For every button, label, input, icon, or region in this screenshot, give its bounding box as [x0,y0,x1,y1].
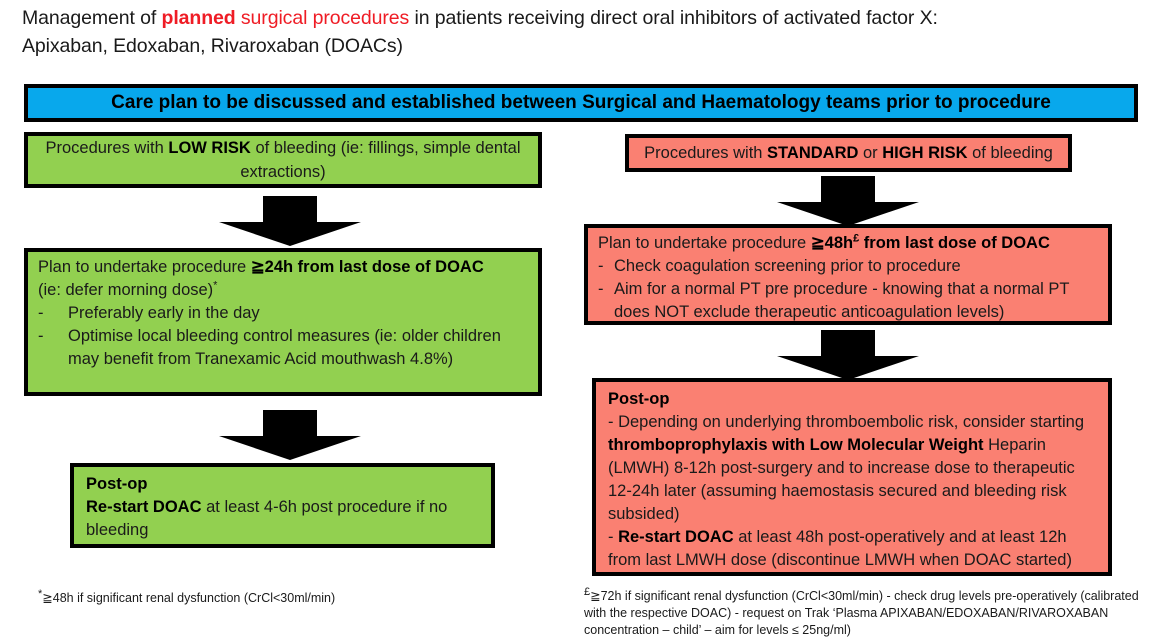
title-highlight-planned: planned [161,7,236,29]
care-plan-banner-text: Care plan to be discussed and establishe… [111,92,1051,113]
left-postop-box: Post-op Re-start DOAC at least 4-6h post… [70,463,495,548]
left-plan-bullet-1: - Preferably early in the day [38,302,528,325]
left-plan-bullet-2: - Optimise local bleeding control measur… [38,325,528,371]
std-risk-text-e: of bleeding [967,143,1053,162]
right-postop-heading: Post-op [608,390,670,408]
bullet-dash-icon: - [38,327,44,345]
care-plan-banner: Care plan to be discussed and establishe… [24,84,1138,122]
right-postop-p1-a: - Depending on underlying thromboembolic… [608,413,1084,431]
down-arrow-icon [219,410,361,460]
low-risk-text-c: of bleeding (ie: fillings, simple dental… [240,139,521,181]
right-postop-p1-c: Heparin (LMWH) 8-12h post-surgery and to… [608,436,1075,523]
left-plan-line-1: Plan to undertake procedure ≧24h from la… [38,256,528,279]
left-plan-24h-box: Plan to undertake procedure ≧24h from la… [24,248,542,396]
right-postop-p2-a: - [608,528,619,546]
right-postop-paragraph-2: - Re-start DOAC at least 48h post-operat… [608,526,1096,572]
right-plan-line-1: Plan to undertake procedure ≧48h£ from l… [598,232,1098,255]
right-postop-p2-c: at least 48h post-operatively and at lea… [608,528,1072,569]
bullet-dash-icon: - [38,304,44,322]
left-plan-line-2: (ie: defer morning dose)* [38,279,528,302]
right-plan-bullet-1-text: Check coagulation screening prior to pro… [614,257,961,275]
right-plan-footnote-marker: £ [853,232,860,245]
bullet-dash-icon: - [598,280,604,298]
standard-high-risk-procedures-box: Procedures with STANDARD or HIGH RISK of… [625,134,1072,172]
down-arrow-icon [777,330,919,380]
left-postop-restart-text: at least 4-6h post procedure if no bleed… [86,498,448,539]
right-plan-48h-box: Plan to undertake procedure ≧48h£ from l… [584,224,1112,325]
title-highlight-procedures: surgical procedures [235,7,410,29]
left-plan-footnote-marker: * [213,279,218,292]
title-part-2: in patients receiving direct oral inhibi… [409,7,938,29]
std-risk-emphasis-high: HIGH RISK [882,143,968,162]
left-plan-line-1-b: ≧24h from last dose of DOAC [250,258,484,276]
right-postop-box: Post-op - Depending on underlying thromb… [592,378,1112,576]
footnote-left: *≧48h if significant renal dysfunction (… [38,587,458,607]
bullet-dash-icon: - [598,257,604,275]
left-plan-bullet-2-text: Optimise local bleeding control measures… [68,327,501,368]
footnote-left-marker: * [38,587,43,600]
right-plan-line-1-b: ≧48h [810,234,854,252]
right-plan-bullet-2: - Aim for a normal PT pre procedure - kn… [598,278,1098,324]
left-plan-line-2-text: (ie: defer morning dose) [38,281,214,299]
down-arrow-icon [777,176,919,226]
right-plan-bullet-2-text: Aim for a normal PT pre procedure - know… [614,280,1070,321]
left-plan-bullet-1-text: Preferably early in the day [68,304,260,322]
footnote-right-text: ≧72h if significant renal dysfunction (C… [584,589,1139,637]
low-risk-procedures-box: Procedures with LOW RISK of bleeding (ie… [24,132,542,188]
right-postop-p1-emphasis: thromboprophylaxis with Low Molecular We… [608,436,984,454]
page-title: Management of planned surgical procedure… [22,4,1142,60]
title-part-1: Management of [22,7,162,29]
right-plan-bullet-1: - Check coagulation screening prior to p… [598,255,1098,278]
right-plan-line-1-a: Plan to undertake procedure [598,234,811,252]
title-line-2: Apixaban, Edoxaban, Rivaroxaban (DOACs) [22,35,403,57]
std-risk-text-c: or [858,143,883,162]
low-risk-text-a: Procedures with [45,139,169,157]
left-plan-line-1-a: Plan to undertake procedure [38,258,251,276]
std-risk-text-a: Procedures with [644,143,768,162]
footnote-right: £≧72h if significant renal dysfunction (… [584,585,1159,639]
right-postop-p2-emphasis: Re-start DOAC [618,528,734,546]
footnote-right-marker: £ [584,585,591,598]
right-postop-paragraph-1: - Depending on underlying thromboembolic… [608,411,1096,526]
left-postop-restart-emphasis: Re-start DOAC [86,498,202,516]
footnote-left-text: ≧48h if significant renal dysfunction (C… [42,591,336,605]
low-risk-emphasis: LOW RISK [168,139,251,157]
left-postop-heading: Post-op [86,475,148,493]
down-arrow-icon [219,196,361,246]
right-plan-line-1-c: from last dose of DOAC [859,234,1050,252]
std-risk-emphasis-standard: STANDARD [767,143,859,162]
